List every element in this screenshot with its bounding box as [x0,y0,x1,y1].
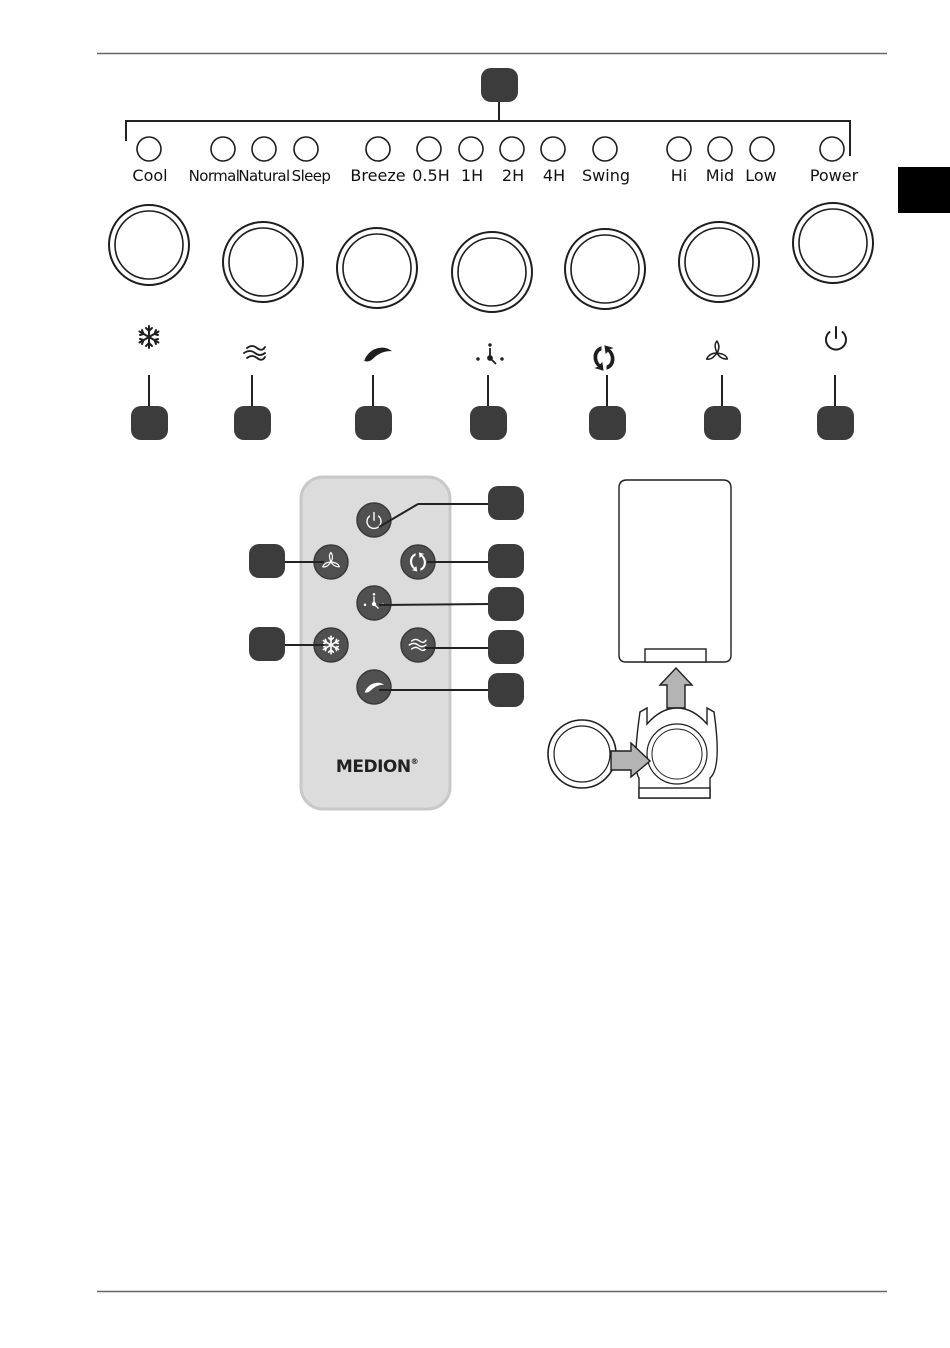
clock-icon [477,344,503,364]
led-2h [500,137,524,161]
label-natural: Natural [238,167,289,185]
breeze-button[interactable] [337,228,417,308]
indicator-leds [137,137,844,161]
led-0-5h [417,137,441,161]
fan-icon [706,341,729,361]
side-tab [898,167,950,213]
remote-power-button[interactable] [357,503,391,537]
led-1h [459,137,483,161]
label-sleep: Sleep [292,167,331,185]
remote-clip-slot [645,649,706,662]
label-mid: Mid [706,166,734,185]
led-sleep [294,137,318,161]
led-breeze [366,137,390,161]
swing-arrows-icon [594,346,614,370]
led-mid [708,137,732,161]
snowflake-icon [140,326,159,348]
timer-button[interactable] [452,232,532,312]
power-button[interactable] [793,203,873,283]
label-power: Power [810,166,859,185]
led-power [820,137,844,161]
remote-breeze-button[interactable] [357,670,391,704]
insert-arrow-up [660,668,692,708]
remote-brand-logo: MEDION® [336,757,418,777]
led-normal [211,137,235,161]
label-normal: Normal [189,167,240,185]
label-1h: 1H [461,166,483,185]
mode-button[interactable] [223,222,303,302]
power-icon [826,327,846,350]
wall-mount-ring [548,720,616,788]
remote-control: MEDION® [301,477,450,809]
panel-buttons [109,203,873,312]
callout-indicators [481,68,518,120]
remote-timer-button[interactable] [357,586,391,620]
label-low: Low [745,166,777,185]
led-hi [667,137,691,161]
leaf-icon [365,348,390,361]
label-swing: Swing [582,166,630,185]
remote-mode-button[interactable] [401,628,435,662]
led-4h [541,137,565,161]
swing-button[interactable] [565,229,645,309]
led-swing [593,137,617,161]
label-2h: 2H [502,166,524,185]
label-hi: Hi [671,166,687,185]
panel-icons [140,326,847,370]
led-natural [252,137,276,161]
label-0-5h: 0.5H [412,166,449,185]
remote-back-outline [619,480,731,662]
panel-callouts [131,375,854,440]
led-low [750,137,774,161]
remote-holder-illustration [548,480,731,798]
label-breeze: Breeze [350,166,405,185]
wind-waves-icon [244,346,265,360]
label-cool: Cool [132,166,167,185]
speed-button[interactable] [679,222,759,302]
indicator-labels: Cool Normal Natural Sleep Breeze 0.5H 1H… [132,166,858,185]
led-cool [137,137,161,161]
cool-button[interactable] [109,205,189,285]
label-4h: 4H [543,166,565,185]
